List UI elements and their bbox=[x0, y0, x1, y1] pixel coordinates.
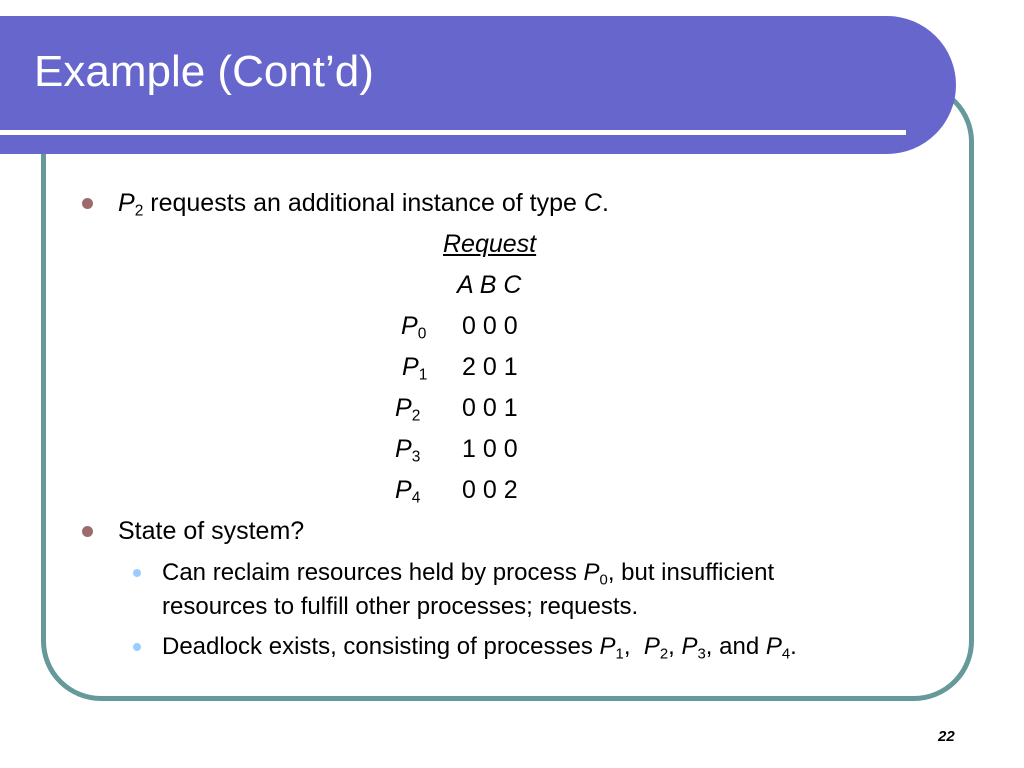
slide-title: Example (Cont’d) bbox=[34, 47, 374, 96]
table-row-values: 2 0 1 bbox=[462, 353, 518, 381]
bullet-1-text: P2 requests an additional instance of ty… bbox=[118, 189, 609, 220]
table-row-proc: P4 bbox=[395, 476, 421, 507]
title-underline bbox=[0, 130, 906, 135]
table-row-values: 0 0 0 bbox=[462, 312, 518, 340]
table-row-values: 0 0 1 bbox=[462, 394, 518, 422]
bullet-2-text: State of system? bbox=[118, 517, 305, 545]
table-row-values: 0 0 2 bbox=[462, 476, 518, 504]
sub-bullet-1-line-2: resources to fulfill other processes; re… bbox=[162, 593, 639, 620]
content-frame bbox=[41, 82, 974, 701]
sub-bullet-1-line-1: Can reclaim resources held by process P0… bbox=[162, 559, 775, 589]
bullet-marker bbox=[82, 526, 93, 537]
table-row-proc: P2 bbox=[395, 394, 421, 425]
table-row-proc: P0 bbox=[401, 312, 427, 343]
table-row-proc: P3 bbox=[395, 435, 421, 466]
sub-bullet-marker bbox=[133, 643, 141, 651]
page-number: 22 bbox=[938, 728, 955, 745]
table-row-proc: P1 bbox=[402, 353, 428, 384]
table-header: Request bbox=[443, 230, 537, 258]
table-columns: A B C bbox=[457, 271, 522, 299]
sub-bullet-marker bbox=[133, 569, 141, 577]
bullet-marker bbox=[82, 198, 93, 209]
table-row-values: 1 0 0 bbox=[462, 435, 518, 463]
sub-bullet-2-text: Deadlock exists, consisting of processes… bbox=[162, 633, 797, 663]
